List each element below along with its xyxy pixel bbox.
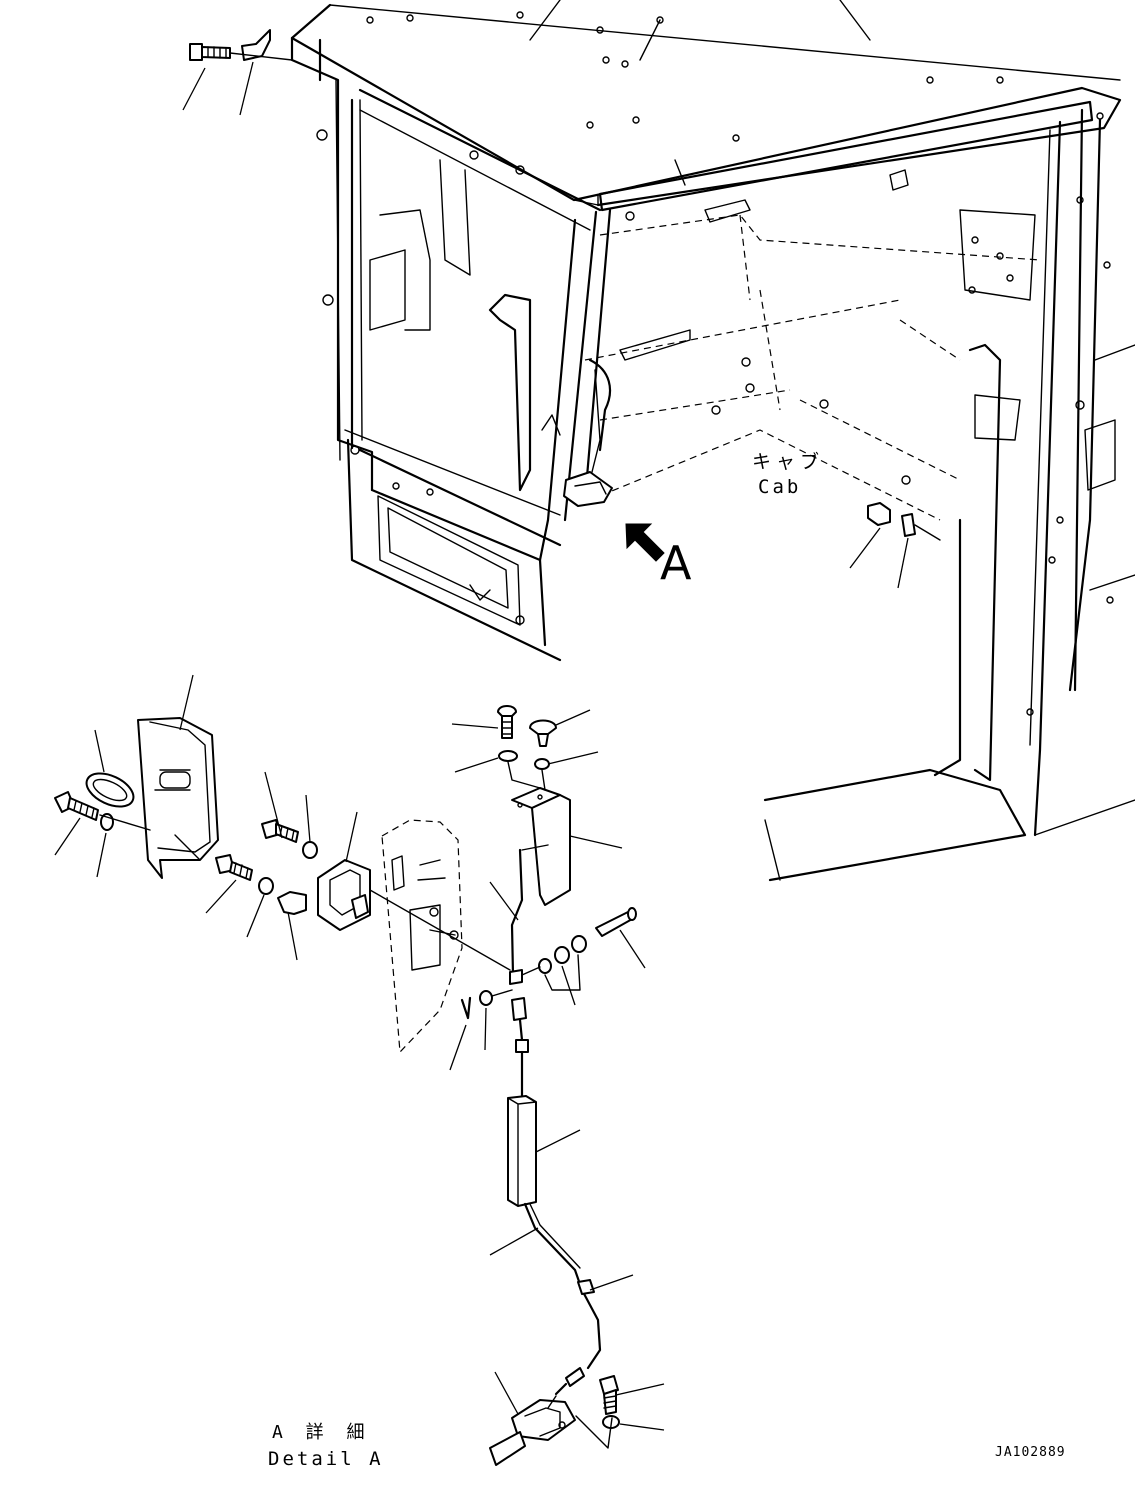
detail-bottom-latch bbox=[489, 1371, 576, 1466]
top-left-bolt bbox=[182, 29, 293, 116]
detail-latch-switch bbox=[317, 811, 511, 971]
detail-bracket-screws bbox=[451, 705, 599, 791]
detail-left-bolts bbox=[54, 791, 151, 878]
cab-right-pillar bbox=[763, 108, 1135, 882]
detail-label: Detail A bbox=[268, 1448, 384, 1470]
detail-cable bbox=[489, 997, 634, 1396]
detail-grommet bbox=[85, 729, 135, 808]
view-direction-arrow bbox=[625, 523, 665, 562]
cab-label-japanese: キャブ bbox=[752, 451, 825, 473]
cab-label: Cab bbox=[758, 476, 802, 498]
detail-bottom-bolt bbox=[575, 1375, 665, 1449]
drawing-code: JA102889 bbox=[995, 1445, 1066, 1460]
detail-label-japanese: A 詳 細 bbox=[272, 1422, 371, 1443]
view-marker-label: A bbox=[660, 536, 692, 590]
cab-floor bbox=[584, 169, 1041, 521]
detail-bracket bbox=[511, 787, 623, 906]
detail-cover-plate bbox=[137, 674, 219, 879]
detail-rod-link bbox=[489, 844, 549, 985]
detail-cotter-pin bbox=[449, 989, 513, 1071]
detail-door-panel bbox=[381, 819, 463, 1054]
detail-pin-washers bbox=[521, 907, 646, 1006]
cab-bumper-parts bbox=[849, 502, 941, 589]
cab-left-pillar bbox=[290, 36, 612, 662]
frame-latch-assembly bbox=[541, 358, 613, 507]
detail-middle-bolts bbox=[205, 771, 318, 961]
cab-roof bbox=[290, 0, 1122, 212]
